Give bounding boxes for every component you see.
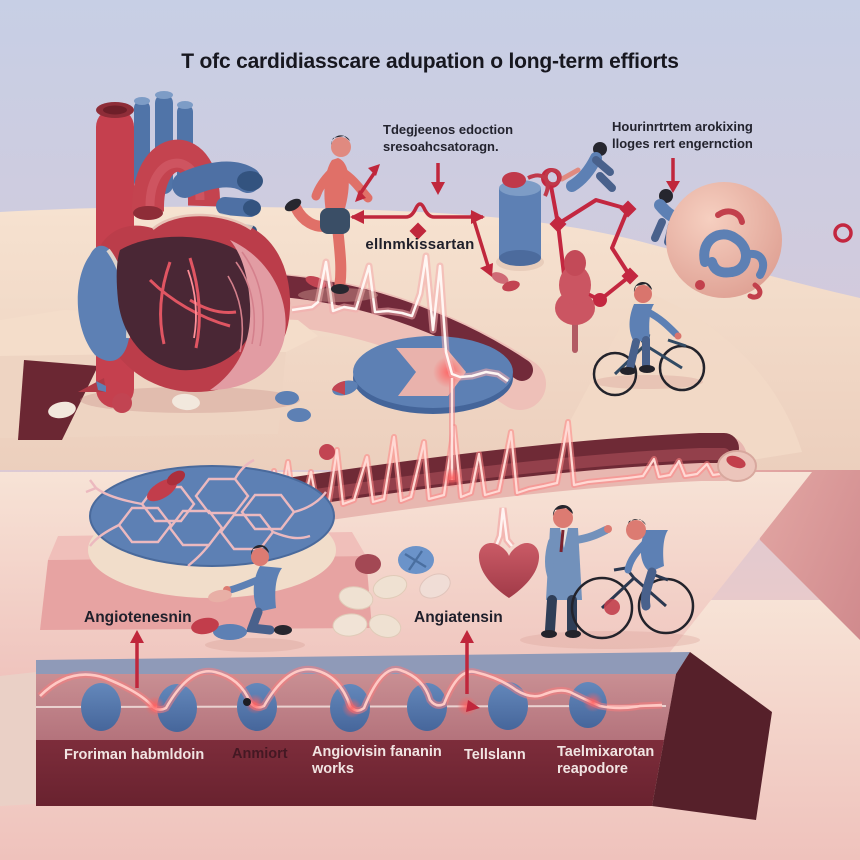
slope-arrow	[470, 213, 493, 277]
capsule-cylinder	[496, 168, 562, 271]
pill-shelf	[48, 272, 520, 460]
up-arrow-middle	[460, 630, 474, 694]
page-title: T ofc cardidiasscare adupation o long-te…	[181, 50, 679, 73]
label-angiotensin-middle: Angiatensin	[414, 609, 503, 626]
note-exercise-line2: sresoahcsatoragn.	[383, 139, 499, 154]
ecg-trace-upper	[291, 252, 511, 488]
pathway-step-label: Froriman habmldoin	[64, 747, 205, 763]
note-exercise: Tdegjeenos edoction sresoahcsatoragn.	[383, 121, 513, 155]
heart-shape	[478, 507, 540, 598]
up-arrows	[130, 630, 474, 694]
note-monitoring-line2: lloges rert engernction	[612, 136, 753, 151]
label-drug: ellnmkissartan	[365, 236, 475, 253]
exchange-arrow	[355, 164, 380, 202]
label-angiotensin-left: Angiotenesnin	[84, 609, 192, 626]
doctor-figure	[520, 504, 700, 649]
note-exercise-line1: Tdegjeenos edoction	[383, 122, 514, 137]
pathway-step-label: Taelmixarotan reapodore	[557, 744, 655, 777]
pathway-step-label: Anmiort	[232, 746, 288, 762]
honeycomb-disc	[40, 458, 372, 630]
pill-cluster	[332, 546, 451, 638]
down-arrow-right	[666, 158, 680, 193]
receptor-pathway-band	[0, 652, 772, 820]
pathway-step-label: Angiovisin fananin works	[312, 744, 442, 777]
vessel-sphere	[666, 182, 782, 300]
note-monitoring-line1: Hourinrtrtem arokixing	[612, 119, 753, 134]
runner-figure	[284, 135, 378, 302]
down-arrow-note	[431, 163, 445, 195]
kneeling-figure	[191, 544, 305, 652]
up-arrow-left	[130, 630, 144, 688]
heart-illustration	[0, 91, 318, 440]
annotation-arrows	[350, 158, 680, 277]
note-monitoring: Hourinrtrtem arokixing lloges rert enger…	[612, 118, 753, 152]
tree-icon	[555, 250, 595, 353]
patient-cyclist-figure	[570, 518, 695, 640]
cyclist-figure	[592, 281, 706, 397]
pathway-step-label: Tellslann	[464, 747, 526, 763]
